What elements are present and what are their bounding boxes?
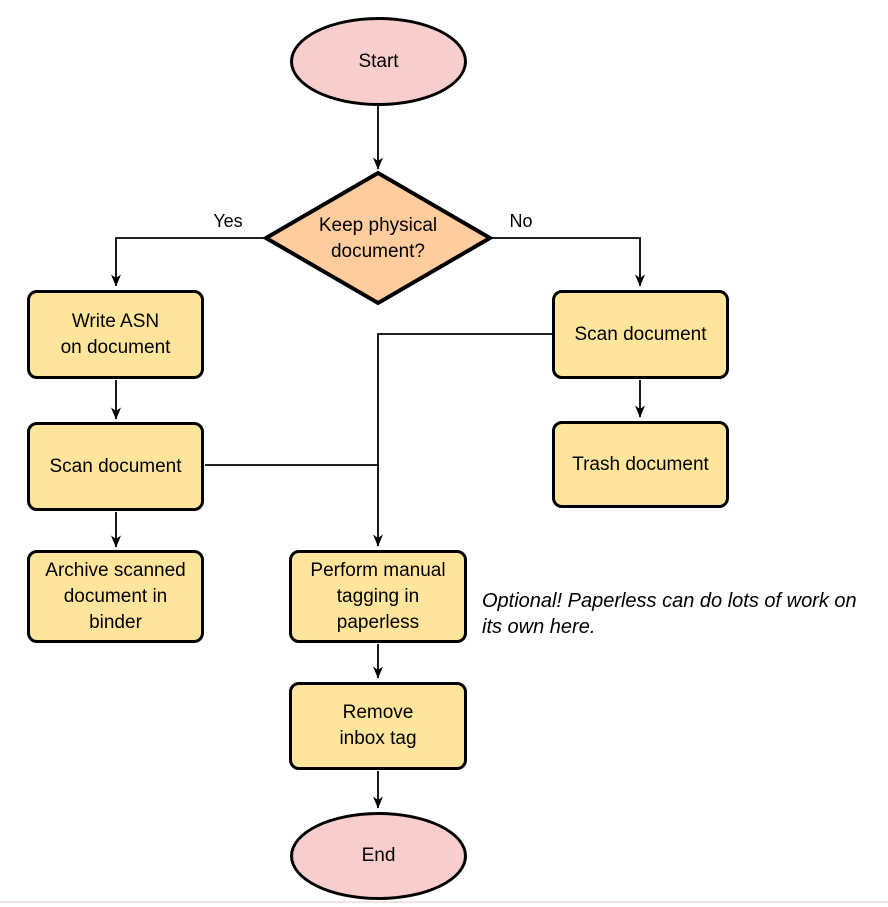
node-archive-binder: Archive scanned document in binder: [27, 550, 204, 643]
node-trash-document: Trash document: [552, 421, 729, 508]
edge-decision-yes-to-write-asn: [111, 237, 266, 287]
decision-diamond-shape: [262, 170, 494, 306]
node-scan-document-left: Scan document: [27, 422, 204, 511]
edge-label-yes: Yes: [199, 211, 257, 231]
node-start: Start: [290, 17, 467, 106]
node-decision-label: Keep physical document?: [318, 215, 438, 262]
node-scan-document-right: Scan document: [552, 290, 729, 379]
node-end: End: [290, 812, 467, 900]
annotation-note: Optional! Paperless can do lots of work …: [482, 590, 857, 638]
node-write-asn: Write ASN on document: [27, 290, 204, 379]
edge-decision-no-to-scan-right: [490, 237, 645, 287]
edge-scan-right-to-tagging: [373, 333, 552, 547]
edge-label-no: No: [497, 211, 545, 231]
node-manual-tagging: Perform manual tagging in paperless: [289, 550, 467, 643]
bottom-rule: [0, 901, 888, 903]
node-remove-inbox-tag: Remove inbox tag: [289, 682, 467, 770]
